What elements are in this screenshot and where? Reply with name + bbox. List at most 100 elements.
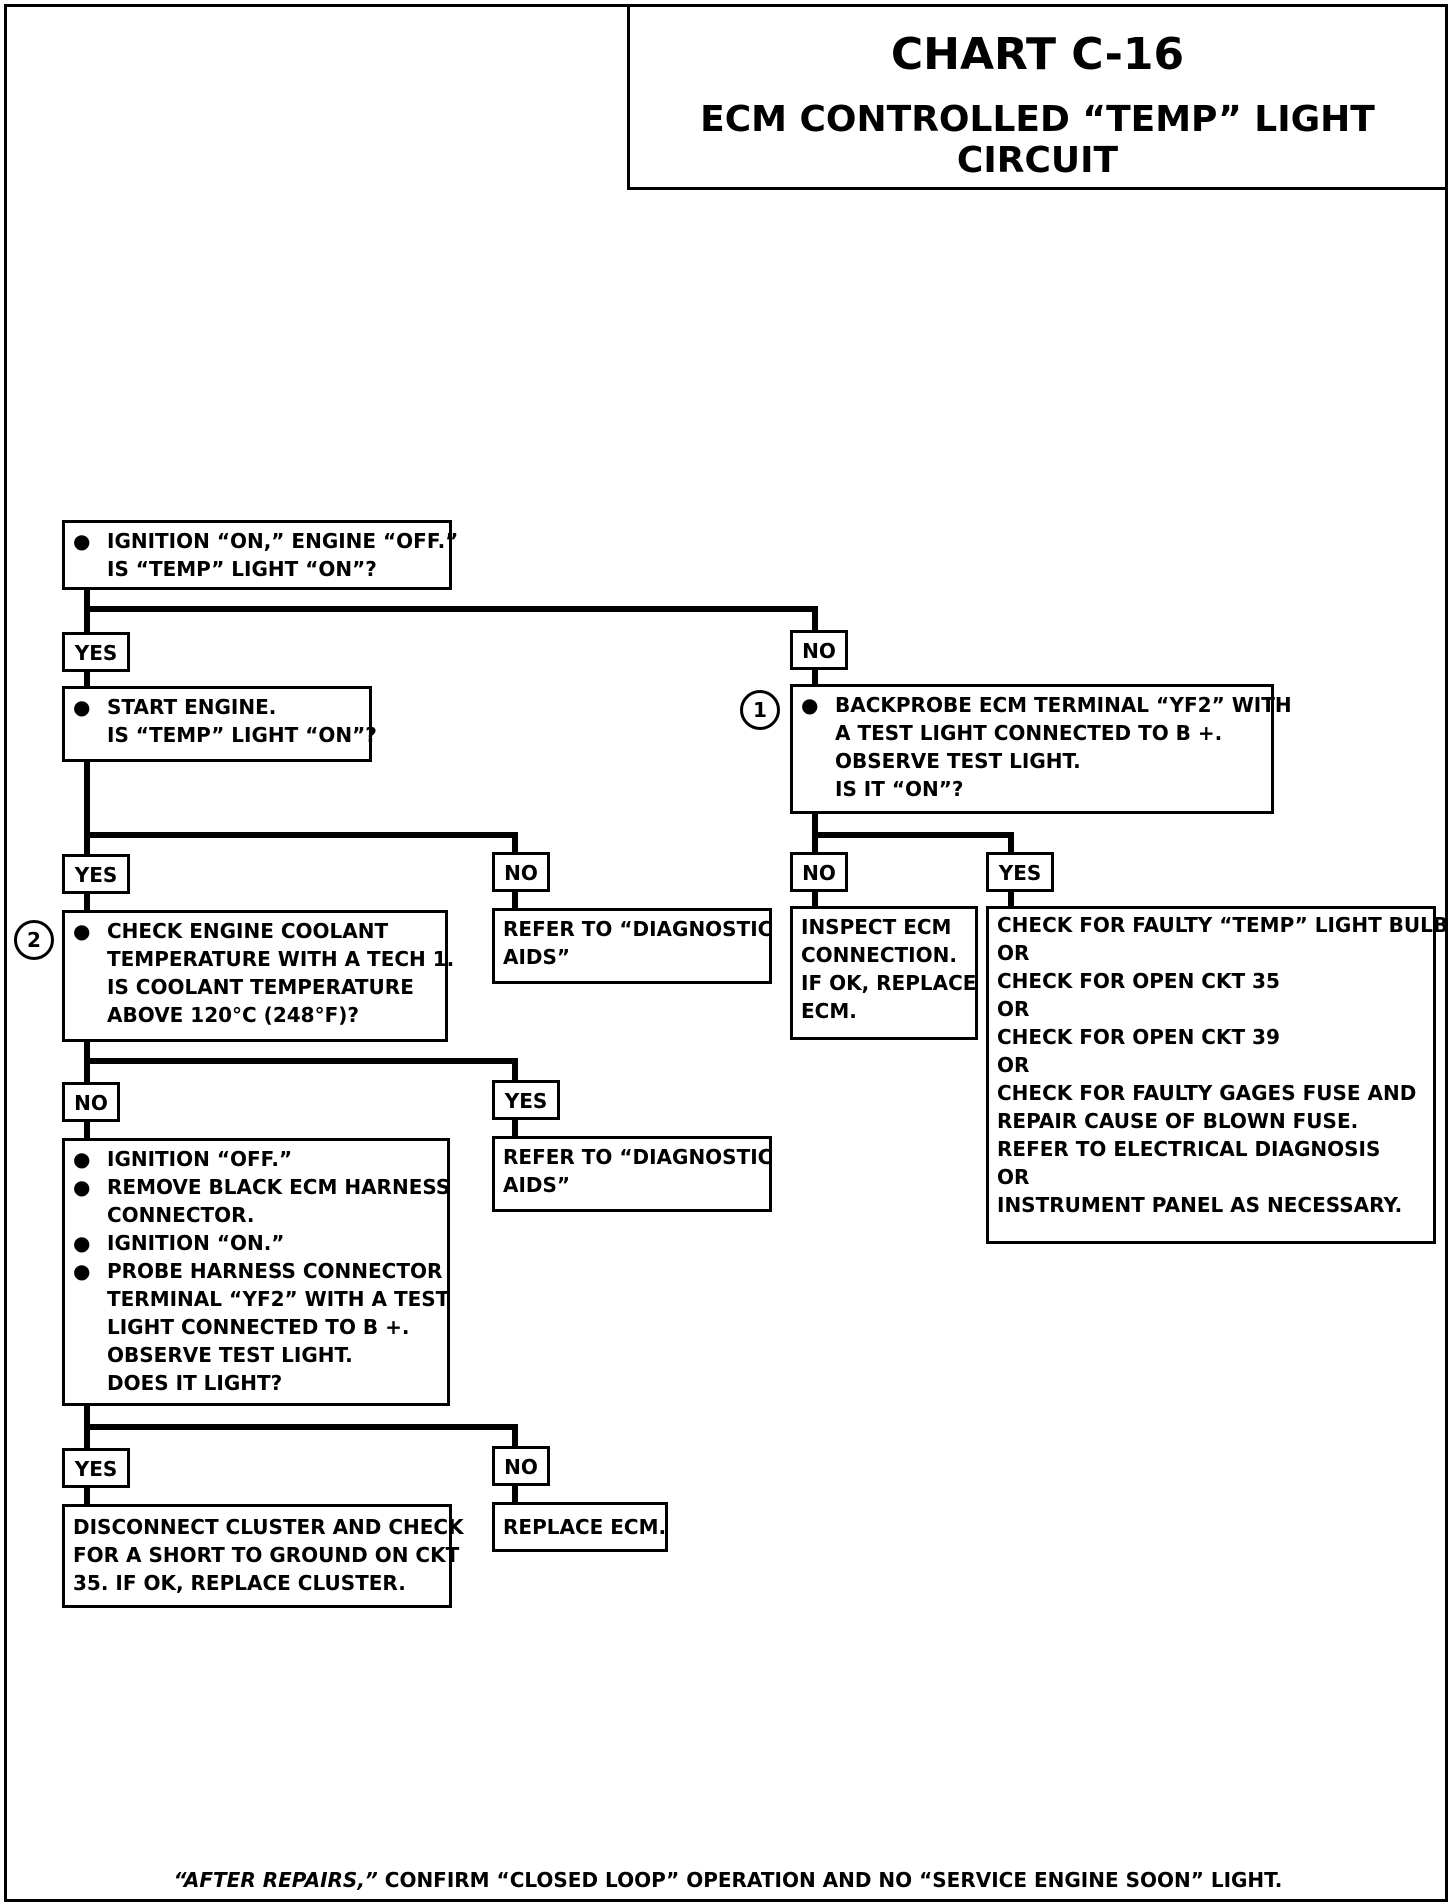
box-line: AIDS”	[503, 1173, 571, 1197]
box-line: LIGHT CONNECTED TO B +.	[107, 1315, 410, 1339]
connector-line	[84, 1120, 90, 1140]
box-line: CHECK FOR OPEN CKT 35	[997, 969, 1280, 993]
no-label: NO	[492, 1446, 550, 1486]
bullet: ●	[73, 1175, 91, 1199]
title-block: CHART C-16 ECM CONTROLLED “TEMP” LIGHT C…	[627, 4, 1448, 190]
box-line: OR	[997, 1053, 1030, 1077]
box-line: DOES IT LIGHT?	[107, 1371, 283, 1395]
box-line: REFER TO ELECTRICAL DIAGNOSIS	[997, 1137, 1381, 1161]
footer-note: “AFTER REPAIRS,” CONFIRM “CLOSED LOOP” O…	[0, 1868, 1456, 1892]
connector-line	[1008, 832, 1014, 854]
box-line: IS IT “ON”?	[835, 777, 964, 801]
yes-label: YES	[62, 1448, 130, 1488]
connector-line	[512, 1058, 518, 1082]
box-line: IGNITION “ON,” ENGINE “OFF.”	[107, 529, 459, 553]
no-label: NO	[492, 852, 550, 892]
connector-line	[1008, 888, 1014, 910]
connector-line	[84, 890, 90, 912]
bullet: ●	[73, 1259, 91, 1283]
box-line: REFER TO “DIAGNOSTIC	[503, 1145, 773, 1169]
connector-line	[812, 832, 1014, 838]
disconnect-cluster-box: DISCONNECT CLUSTER AND CHECK FOR A SHORT…	[62, 1504, 464, 1608]
connector-line	[512, 890, 518, 912]
connector-line	[84, 1424, 518, 1430]
box-line: INSTRUMENT PANEL AS NECESSARY.	[997, 1193, 1403, 1217]
box-line: OR	[997, 997, 1030, 1021]
connector-line	[84, 760, 90, 856]
box-line: REPAIR CAUSE OF BLOWN FUSE.	[997, 1109, 1359, 1133]
replace-ecm-box: REPLACE ECM.	[492, 1502, 668, 1552]
connector-line	[812, 606, 818, 634]
ignition-on-check-box: ● IGNITION “ON,” ENGINE “OFF.” IS “TEMP” …	[62, 520, 458, 590]
start-engine-box: ● START ENGINE. IS “TEMP” LIGHT “ON”?	[62, 686, 377, 762]
diagnostic-aids-box: REFER TO “DIAGNOSTIC AIDS”	[492, 908, 772, 984]
inspect-ecm-box: INSPECT ECM CONNECTION. IF OK, REPLACE E…	[790, 906, 978, 1040]
box-line: 35. IF OK, REPLACE CLUSTER.	[73, 1571, 406, 1595]
box-line: CHECK FOR FAULTY “TEMP” LIGHT BULB	[997, 913, 1449, 937]
box-line: DISCONNECT CLUSTER AND CHECK	[73, 1515, 464, 1539]
box-line: CONNECTION.	[801, 943, 957, 967]
connector-line	[512, 1484, 518, 1504]
box-line: IS “TEMP” LIGHT “ON”?	[107, 557, 377, 581]
no-label: NO	[62, 1082, 120, 1122]
footer-text: CONFIRM “CLOSED LOOP” OPERATION AND NO “…	[377, 1868, 1283, 1892]
connector-line	[512, 1118, 518, 1140]
bullet: ●	[801, 693, 819, 717]
yes-label: YES	[62, 632, 130, 672]
box-line: A TEST LIGHT CONNECTED TO B +.	[835, 721, 1223, 745]
yes-label: YES	[62, 854, 130, 894]
box-line: CHECK FOR OPEN CKT 39	[997, 1025, 1280, 1049]
chart-title: CHART C-16	[890, 29, 1185, 80]
connector-line	[84, 560, 90, 632]
box-line: IS COOLANT TEMPERATURE	[107, 975, 414, 999]
box-line: CHECK FOR FAULTY GAGES FUSE AND	[997, 1081, 1417, 1105]
connector-line	[512, 1424, 518, 1450]
box-line: ABOVE 120°C (248°F)?	[107, 1003, 359, 1027]
step-marker-2: 2	[14, 920, 54, 960]
no-label: NO	[790, 852, 848, 892]
footer-italic: “AFTER REPAIRS,”	[173, 1868, 378, 1892]
bullet: ●	[73, 529, 91, 553]
connector-line	[84, 606, 818, 612]
faulty-bulb-circuit-box: CHECK FOR FAULTY “TEMP” LIGHT BULB OR CH…	[986, 906, 1449, 1244]
yes-label: YES	[986, 852, 1054, 892]
bullet: ●	[73, 1231, 91, 1255]
box-line: REFER TO “DIAGNOSTIC	[503, 917, 773, 941]
box-line: OR	[997, 941, 1030, 965]
chart-subtitle: ECM CONTROLLED “TEMP” LIGHT CIRCUIT	[700, 99, 1375, 181]
backprobe-ecm-box: ● BACKPROBE ECM TERMINAL “YF2” WITH A TES…	[790, 684, 1292, 814]
box-line: TEMPERATURE WITH A TECH 1.	[107, 947, 455, 971]
box-line: IGNITION “ON.”	[107, 1231, 285, 1255]
bullet: ●	[73, 919, 91, 943]
no-label: NO	[790, 630, 848, 670]
box-line: OR	[997, 1165, 1030, 1189]
box-line: IS “TEMP” LIGHT “ON”?	[107, 723, 377, 747]
box-line: IGNITION “OFF.”	[107, 1147, 293, 1171]
box-line: START ENGINE.	[107, 695, 277, 719]
connector-line	[812, 888, 818, 910]
box-line: ECM.	[801, 999, 857, 1023]
box-line: CHECK ENGINE COOLANT	[107, 919, 389, 943]
step-marker-1: 1	[740, 690, 780, 730]
box-line: BACKPROBE ECM TERMINAL “YF2” WITH	[835, 693, 1292, 717]
bullet: ●	[73, 695, 91, 719]
box-line: CONNECTOR.	[107, 1203, 255, 1227]
box-line: REMOVE BLACK ECM HARNESS	[107, 1175, 451, 1199]
connector-line	[84, 832, 518, 838]
harness-probe-box: ● IGNITION “OFF.” ● REMOVE BLACK ECM HARNE…	[62, 1138, 450, 1406]
box-line: OBSERVE TEST LIGHT.	[835, 749, 1081, 773]
box-line: IF OK, REPLACE	[801, 971, 977, 995]
connector-line	[84, 1058, 518, 1064]
connector-line	[512, 832, 518, 854]
connector-line	[812, 668, 818, 688]
box-line: AIDS”	[503, 945, 571, 969]
bullet: ●	[73, 1147, 91, 1171]
connector-line	[84, 1486, 90, 1506]
box-line: REPLACE ECM.	[503, 1515, 667, 1539]
connector-line	[84, 668, 90, 690]
box-line: FOR A SHORT TO GROUND ON CKT	[73, 1543, 460, 1567]
box-line: INSPECT ECM	[801, 915, 952, 939]
yes-label: YES	[492, 1080, 560, 1120]
box-line: TERMINAL “YF2” WITH A TEST	[107, 1287, 450, 1311]
diagnostic-aids-box: REFER TO “DIAGNOSTIC AIDS”	[492, 1136, 772, 1212]
